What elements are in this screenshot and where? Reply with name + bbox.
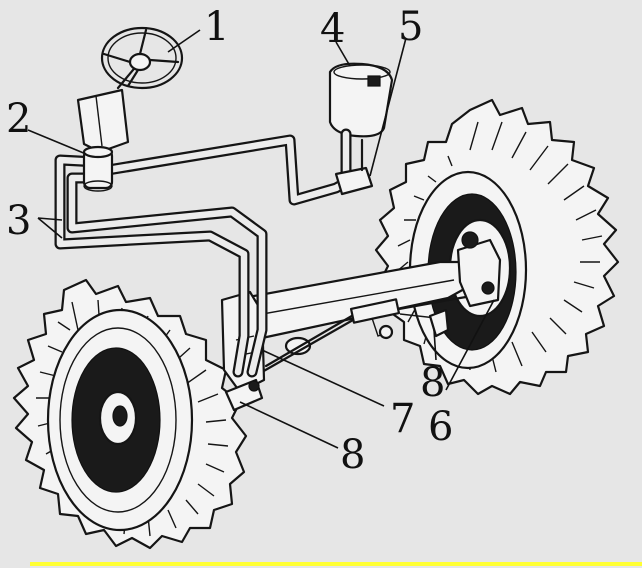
label-4-oil-tank: 4 (320, 6, 345, 52)
label-7-power-cylinder: 7 (390, 396, 415, 442)
label-8-right-arm: 8 (420, 360, 445, 406)
label-3-hydraulic-lines: 3 (6, 198, 31, 244)
label-1-steering-wheel: 1 (204, 4, 229, 50)
right-wheel (374, 98, 620, 396)
column-housing (76, 88, 130, 154)
label-8-left-arm: 8 (340, 432, 365, 478)
bottom-highlight-bar (30, 562, 642, 566)
callout-labels: 1 2 3 4 5 6 7 8 8 (6, 4, 453, 478)
oil-tank (328, 62, 394, 178)
right-steering-arm (428, 308, 450, 338)
leader-lines (27, 29, 495, 449)
steering-wheel (100, 26, 184, 90)
right-steering-knuckle (428, 231, 502, 338)
left-wheel (12, 278, 248, 550)
hydraulic-pump (334, 138, 374, 196)
label-5-pump: 5 (398, 4, 423, 50)
steering-column (76, 62, 140, 192)
steering-wheel-rim (100, 26, 184, 90)
steering-wheel-hub (128, 52, 152, 72)
label-6-right-knuckle: 6 (428, 404, 453, 450)
label-2-steering-valve: 2 (6, 96, 31, 142)
power-cylinder (349, 298, 401, 324)
